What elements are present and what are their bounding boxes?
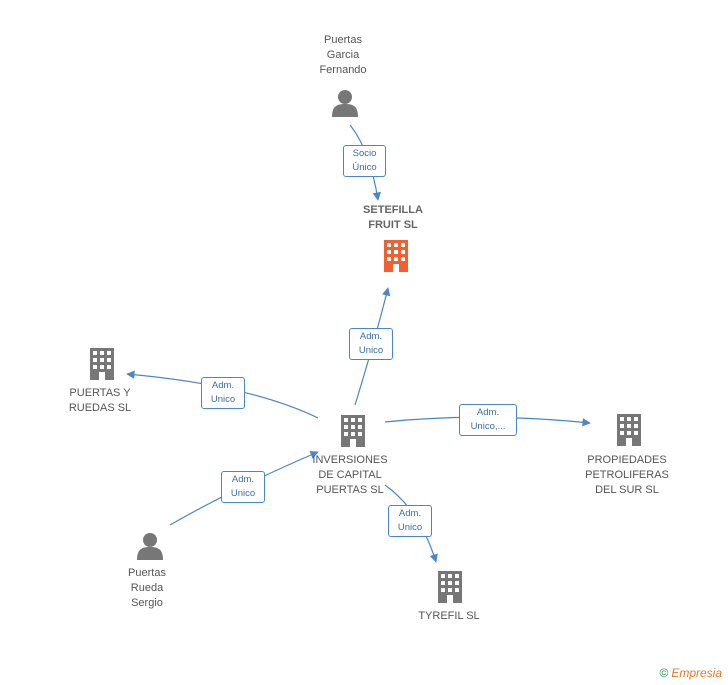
edge-label-adm-propiedades: Adm. Unico,... xyxy=(459,404,517,436)
person-icon[interactable] xyxy=(332,90,358,117)
building-icon[interactable] xyxy=(617,414,641,446)
node-label-inversiones[interactable]: INVERSIONES DE CAPITAL PUERTAS SL xyxy=(312,454,388,496)
building-icon[interactable] xyxy=(341,415,365,447)
building-icon[interactable] xyxy=(90,348,114,380)
copyright-symbol: © xyxy=(659,666,669,680)
building-icon[interactable] xyxy=(384,240,408,272)
brand-footer: ©Empresia xyxy=(659,666,722,680)
node-label-puertas-garcia[interactable]: Puertas Garcia Fernando xyxy=(319,34,367,76)
edge-label-socio-unico: Socio Único xyxy=(343,145,386,177)
node-label-puertas-ruedas-sl[interactable]: PUERTAS Y RUEDAS SL xyxy=(68,387,132,414)
edge-label-adm-tyrefil: Adm. Unico xyxy=(388,505,432,537)
edge-label-adm-puertas-ruedas: Adm. Unico xyxy=(201,377,245,409)
node-label-setefilla[interactable]: SETEFILLA FRUIT SL xyxy=(363,204,423,231)
edge-label-adm-setefilla: Adm. Unico xyxy=(349,328,393,360)
node-label-puertas-rueda-sergio[interactable]: Puertas Rueda Sergio xyxy=(128,567,166,609)
node-label-propiedades[interactable]: PROPIEDADES PETROLIFERAS DEL SUR SL xyxy=(585,454,669,496)
node-label-tyrefil[interactable]: TYREFIL SL xyxy=(418,610,480,622)
building-icon[interactable] xyxy=(438,571,462,603)
brand-logo-text: Empresia xyxy=(671,666,722,680)
edge-label-adm-sergio: Adm. Unico xyxy=(221,471,265,503)
person-icon[interactable] xyxy=(137,533,163,560)
